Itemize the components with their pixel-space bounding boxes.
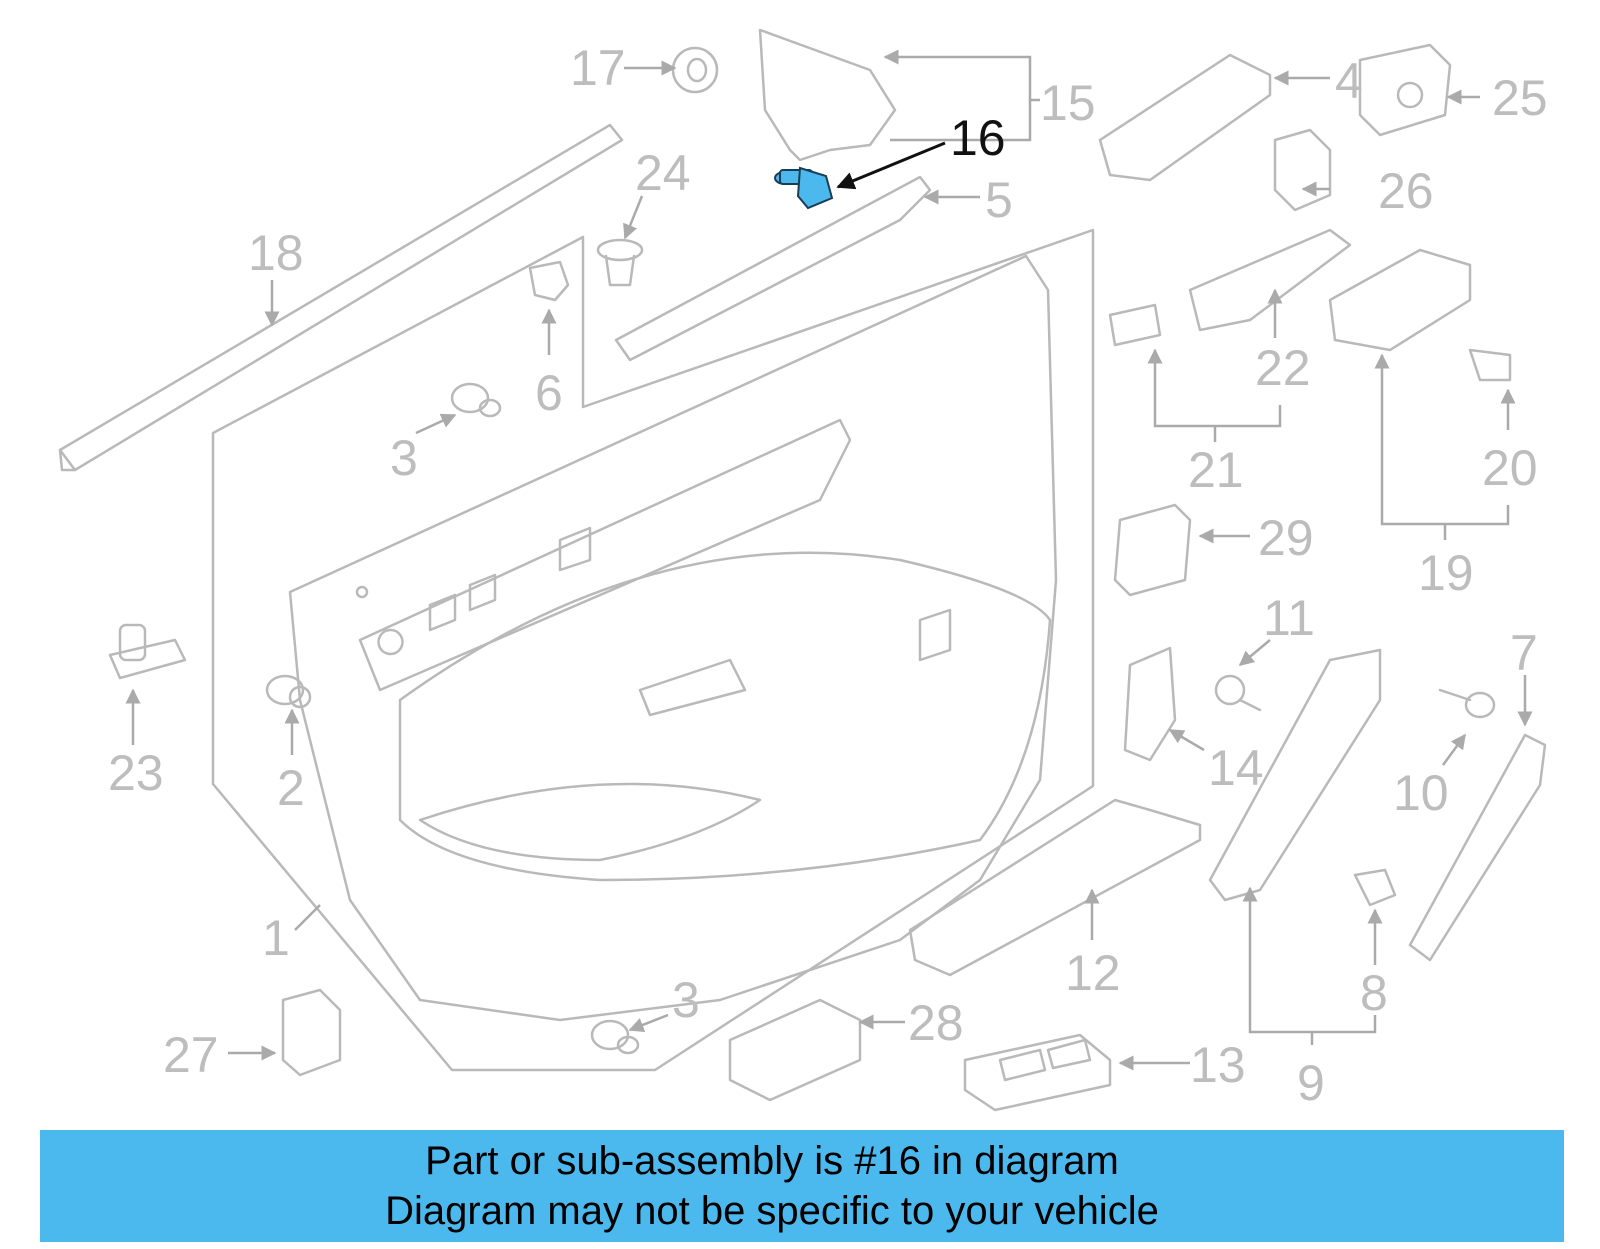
part-4-inner-handle (1098, 53, 1272, 182)
info-banner: Part or sub-assembly is #16 in diagram D… (40, 1130, 1564, 1242)
callout-25: 25 (1492, 70, 1548, 126)
callout-12: 12 (1065, 945, 1121, 1001)
callout-8: 8 (1360, 965, 1388, 1021)
part-26-switch (1273, 128, 1332, 212)
leader-lines (125, 49, 1533, 1071)
part-7-trim-strip (1408, 733, 1547, 962)
part-15-mirror-cover (758, 28, 897, 162)
callout-20: 20 (1482, 440, 1538, 496)
callout-5: 5 (985, 172, 1013, 228)
part-11-screw (1214, 674, 1262, 712)
callout-10: 10 (1393, 765, 1449, 821)
banner-part-note: Part or sub-assembly is #16 in diagram (425, 1139, 1119, 1183)
callout-16: 16 (950, 110, 1006, 166)
part-1-door-panel (211, 228, 1095, 1072)
part-5-trim-strip (614, 175, 932, 362)
callout-28: 28 (908, 995, 964, 1051)
part-19-handle-housing (1328, 248, 1472, 352)
callout-11: 11 (1263, 590, 1315, 646)
callout-2: 2 (277, 760, 305, 816)
part-3-clip-lower (590, 1019, 640, 1055)
part-13-switch-bezel (963, 1033, 1112, 1112)
part-10-screw (1438, 688, 1496, 719)
part-16-highlighted-fastener (774, 166, 834, 210)
part-2-clip (265, 674, 312, 709)
callout-3-lower: 3 (672, 972, 700, 1028)
callout-18: 18 (248, 225, 304, 281)
callout-labels: 1 2 3 3 4 5 6 7 8 9 10 11 12 13 14 15 16… (108, 40, 1548, 1111)
callout-22: 22 (1255, 340, 1311, 396)
callout-24: 24 (635, 145, 691, 201)
part-20-screw (1468, 348, 1512, 382)
callout-21: 21 (1188, 442, 1244, 498)
callout-23: 23 (108, 745, 164, 801)
part-8-clip (1353, 868, 1397, 907)
part-9-trim-assembly (1208, 648, 1382, 902)
part-27-switch (281, 988, 342, 1077)
part-25-mirror-switch (1358, 43, 1452, 137)
callout-19: 19 (1418, 545, 1474, 601)
banner-disclaimer: Diagram may not be specific to your vehi… (385, 1189, 1159, 1233)
callout-17: 17 (570, 40, 626, 96)
callout-26: 26 (1378, 163, 1434, 219)
part-17-grommet (671, 46, 719, 94)
callout-29: 29 (1258, 510, 1314, 566)
callout-13: 13 (1190, 1037, 1246, 1093)
callout-15: 15 (1040, 75, 1096, 131)
part-16-leader (836, 141, 946, 190)
callout-9: 9 (1297, 1055, 1325, 1111)
part-3-clip-upper (450, 382, 502, 418)
part-12-armrest-trim (908, 798, 1202, 977)
part-22-handle-bracket (1188, 228, 1352, 332)
callout-27: 27 (163, 1027, 219, 1083)
callout-1: 1 (262, 910, 290, 966)
callout-7: 7 (1510, 625, 1538, 681)
part-23-bulb-socket (108, 623, 187, 680)
callout-6: 6 (535, 365, 563, 421)
part-21-actuator (1108, 303, 1162, 347)
part-24-push-clip (596, 238, 644, 287)
part-28-window-switch (728, 998, 862, 1102)
callout-3-upper: 3 (390, 430, 418, 486)
part-18-belt-molding (58, 123, 624, 472)
callout-14: 14 (1208, 740, 1264, 796)
part-14-switch-bezel (1123, 646, 1177, 762)
callout-4: 4 (1335, 53, 1363, 109)
part-29-switch (1113, 503, 1192, 597)
part-6-clip (528, 260, 570, 302)
